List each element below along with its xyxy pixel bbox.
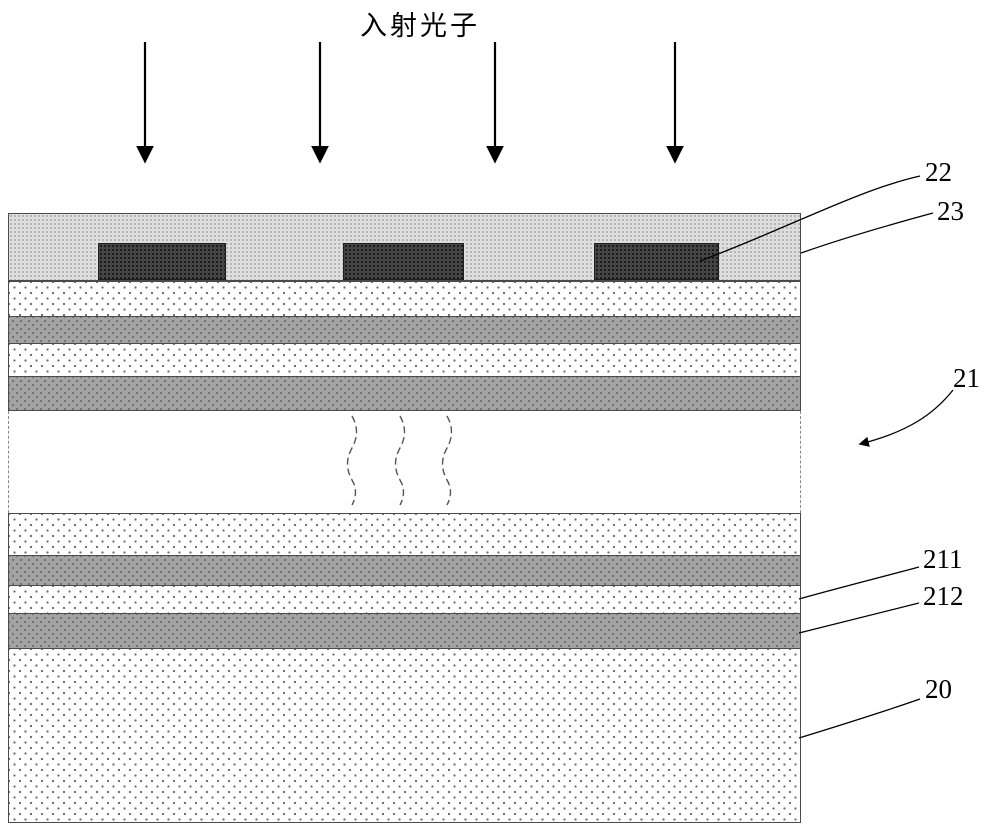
dbr-high-index-layer-1 (8, 316, 801, 344)
omitted-layers-region (8, 411, 801, 513)
ref-label-21: 21 (953, 363, 980, 393)
leader-23 (800, 212, 934, 254)
leader-211 (798, 566, 920, 600)
leader-212 (798, 602, 920, 634)
dbr-high-index-layer-2 (8, 376, 801, 411)
dbr-low-index-layer-2 (8, 343, 801, 377)
ref-label-211: 211 (923, 544, 963, 574)
electrode-block-1 (98, 243, 226, 280)
ref-label-23: 23 (937, 196, 964, 226)
dbr-low-index-layer-4 (8, 585, 801, 614)
top-contact-layer (8, 213, 801, 281)
leader-20 (798, 698, 921, 739)
electrode-block-3 (594, 243, 719, 280)
ref-label-212: 212 (923, 581, 964, 611)
ref-label-22: 22 (925, 157, 952, 187)
electrode-block-2 (343, 243, 464, 280)
dbr-high-index-layer-4 (8, 613, 801, 649)
ref-label-20: 20 (925, 674, 952, 704)
dbr-high-index-layer-3 (8, 555, 801, 586)
substrate-layer (8, 648, 801, 823)
incident-photons-title: 入射光子 (360, 11, 480, 42)
leader-21-arrow (858, 389, 954, 447)
dbr-low-index-layer-1 (8, 281, 801, 317)
photon-arrows (136, 42, 684, 164)
dbr-low-index-layer-3 (8, 513, 801, 556)
